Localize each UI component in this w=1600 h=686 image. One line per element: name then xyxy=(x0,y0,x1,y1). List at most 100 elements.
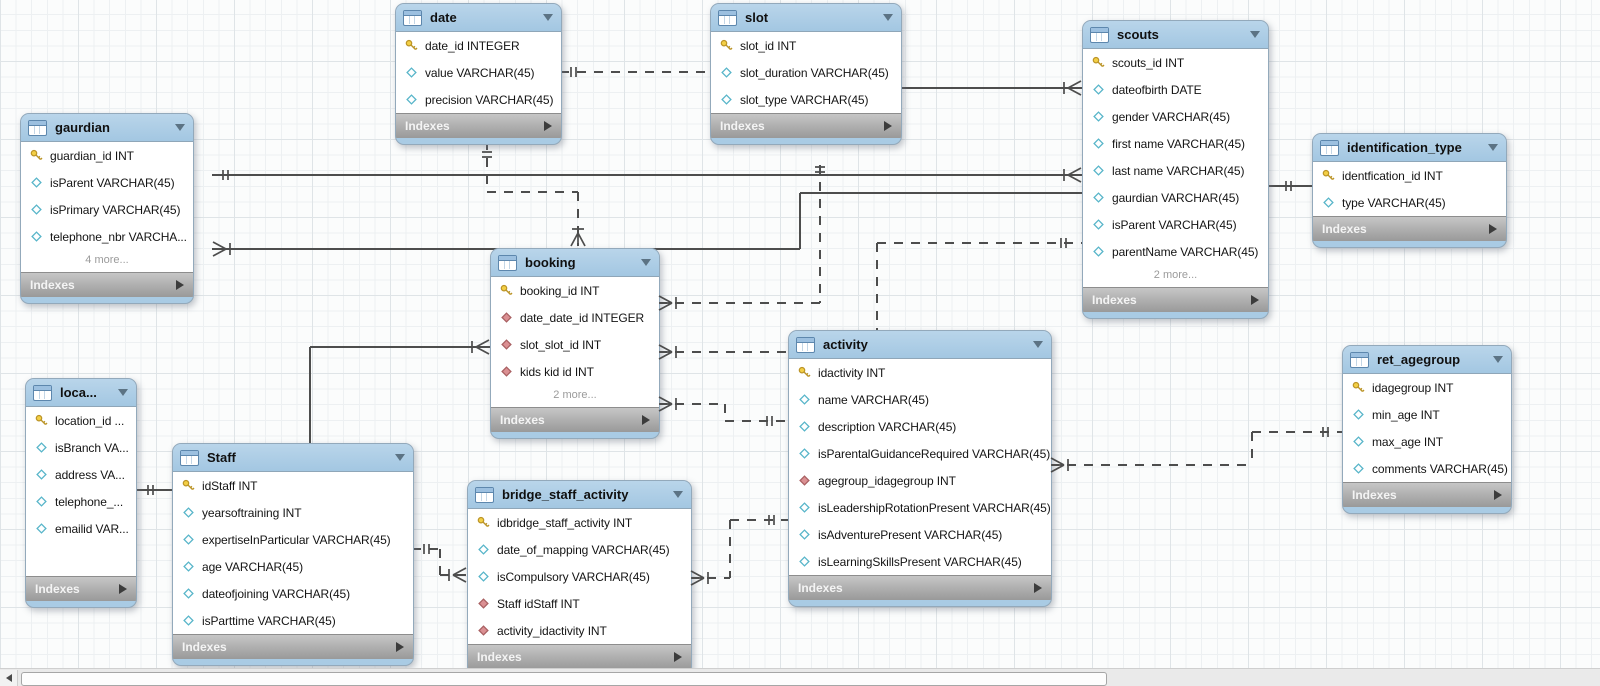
column-row[interactable]: isLeadershipRotationPresent VARCHAR(45) xyxy=(789,494,1051,521)
indexes-bar[interactable]: Indexes xyxy=(396,113,561,138)
column-row[interactable]: telephone_... xyxy=(26,488,136,515)
collapse-triangle-icon[interactable] xyxy=(883,14,893,21)
column-row[interactable]: identfication_id INT xyxy=(1313,162,1506,189)
column-row[interactable]: isBranch VA... xyxy=(26,434,136,461)
relationship-line-date-booking[interactable] xyxy=(487,191,578,193)
column-row[interactable]: agegroup_idagegroup INT xyxy=(789,467,1051,494)
column-row[interactable]: idStaff INT xyxy=(173,472,413,499)
relationship-line-slot-scouts[interactable] xyxy=(900,87,1082,89)
column-row[interactable]: slot_id INT xyxy=(711,32,901,59)
column-row[interactable]: isCompulsory VARCHAR(45) xyxy=(468,563,691,590)
indexes-bar[interactable]: Indexes xyxy=(1083,287,1268,312)
relationship-line-booking-activity-2[interactable] xyxy=(725,420,788,422)
table-header[interactable]: scouts xyxy=(1083,21,1268,48)
relationship-line-gaurdian-scouts-upper[interactable] xyxy=(212,174,1082,176)
column-row[interactable]: isParent VARCHAR(45) xyxy=(21,169,193,196)
column-row[interactable]: yearsoftraining INT xyxy=(173,499,413,526)
relationship-line-staff-bridge[interactable] xyxy=(439,549,441,575)
expand-arrow-icon[interactable] xyxy=(1251,295,1259,305)
column-row[interactable]: idagegroup INT xyxy=(1343,374,1511,401)
collapse-triangle-icon[interactable] xyxy=(673,491,683,498)
expand-arrow-icon[interactable] xyxy=(1494,490,1502,500)
relationship-line-staff-bridge[interactable] xyxy=(412,548,440,550)
column-row[interactable]: address VA... xyxy=(26,461,136,488)
relationship-line-activity-bridge[interactable] xyxy=(730,519,788,521)
indexes-bar[interactable]: Indexes xyxy=(468,644,691,669)
column-row[interactable]: max_age INT xyxy=(1343,428,1511,455)
collapse-triangle-icon[interactable] xyxy=(1250,31,1260,38)
table-header[interactable]: slot xyxy=(711,4,901,31)
column-row[interactable]: isPrimary VARCHAR(45) xyxy=(21,196,193,223)
relationship-line-gaurdian-scouts-lower[interactable] xyxy=(800,192,1082,194)
relationship-line-scouts-identification_type[interactable] xyxy=(1255,185,1312,187)
relationship-line-booking-activity-2[interactable] xyxy=(658,403,725,405)
more-columns-label[interactable]: 2 more... xyxy=(1153,269,1198,281)
relationship-line-booking-staff[interactable] xyxy=(310,346,490,348)
relationship-line-gaurdian-scouts-lower[interactable] xyxy=(799,193,801,249)
collapse-triangle-icon[interactable] xyxy=(175,124,185,131)
relationship-line-date-booking[interactable] xyxy=(577,192,579,246)
column-row[interactable]: date_id INTEGER xyxy=(396,32,561,59)
column-row[interactable]: booking_id INT xyxy=(491,277,659,304)
collapse-triangle-icon[interactable] xyxy=(1493,356,1503,363)
table-location[interactable]: loca...location_id ...isBranch VA...addr… xyxy=(25,378,137,608)
expand-arrow-icon[interactable] xyxy=(1034,583,1042,593)
column-row[interactable]: type VARCHAR(45) xyxy=(1313,189,1506,216)
column-row[interactable]: isAdventurePresent VARCHAR(45) xyxy=(789,521,1051,548)
column-row[interactable]: last name VARCHAR(45) xyxy=(1083,157,1268,184)
column-row[interactable]: slot_duration VARCHAR(45) xyxy=(711,59,901,86)
table-header[interactable]: Staff xyxy=(173,444,413,471)
column-row[interactable]: first name VARCHAR(45) xyxy=(1083,130,1268,157)
column-row[interactable]: parentName VARCHAR(45) xyxy=(1083,238,1268,265)
column-row[interactable]: guardian_id INT xyxy=(21,142,193,169)
expand-arrow-icon[interactable] xyxy=(642,415,650,425)
column-row[interactable]: emailid VAR... xyxy=(26,515,136,542)
indexes-bar[interactable]: Indexes xyxy=(1313,216,1506,241)
expand-arrow-icon[interactable] xyxy=(119,584,127,594)
horizontal-scrollbar[interactable] xyxy=(0,668,1600,686)
relationship-line-booking-staff[interactable] xyxy=(309,347,311,443)
indexes-bar[interactable]: Indexes xyxy=(173,634,413,659)
column-row[interactable]: activity_idactivity INT xyxy=(468,617,691,644)
relationship-line-activity-ret_agegroup[interactable] xyxy=(1252,431,1342,433)
relationship-line-activity-ret_agegroup[interactable] xyxy=(1050,464,1252,466)
column-row[interactable]: isParttime VARCHAR(45) xyxy=(173,607,413,634)
table-header[interactable]: date xyxy=(396,4,561,31)
column-row[interactable]: scouts_id INT xyxy=(1083,49,1268,76)
relationship-line-slot-booking[interactable] xyxy=(658,302,820,304)
collapse-triangle-icon[interactable] xyxy=(1033,341,1043,348)
expand-arrow-icon[interactable] xyxy=(674,652,682,662)
relationship-line-activity-bridge[interactable] xyxy=(729,520,731,578)
column-row[interactable]: description VARCHAR(45) xyxy=(789,413,1051,440)
column-row[interactable]: Staff idStaff INT xyxy=(468,590,691,617)
relationship-line-booking-activity-2[interactable] xyxy=(724,404,726,421)
indexes-bar[interactable]: Indexes xyxy=(1343,482,1511,507)
table-header[interactable]: ret_agegroup xyxy=(1343,346,1511,373)
column-row[interactable]: isParentalGuidanceRequired VARCHAR(45) xyxy=(789,440,1051,467)
column-row[interactable]: date_date_id INTEGER xyxy=(491,304,659,331)
column-row[interactable]: idbridge_staff_activity INT xyxy=(468,509,691,536)
column-row[interactable]: location_id ... xyxy=(26,407,136,434)
more-columns-label[interactable]: 4 more... xyxy=(85,254,129,266)
table-header[interactable]: booking xyxy=(491,249,659,276)
indexes-bar[interactable]: Indexes xyxy=(789,575,1051,600)
column-row[interactable]: gaurdian VARCHAR(45) xyxy=(1083,184,1268,211)
collapse-triangle-icon[interactable] xyxy=(1488,144,1498,151)
column-row[interactable]: min_age INT xyxy=(1343,401,1511,428)
column-row[interactable]: comments VARCHAR(45) xyxy=(1343,455,1511,482)
expand-arrow-icon[interactable] xyxy=(396,642,404,652)
column-row[interactable]: slot_type VARCHAR(45) xyxy=(711,86,901,113)
expand-arrow-icon[interactable] xyxy=(1489,224,1497,234)
scrollbar-thumb[interactable] xyxy=(21,672,1107,686)
scroll-left-button[interactable] xyxy=(0,670,18,686)
column-row[interactable]: name VARCHAR(45) xyxy=(789,386,1051,413)
column-row[interactable]: isLearningSkillsPresent VARCHAR(45) xyxy=(789,548,1051,575)
